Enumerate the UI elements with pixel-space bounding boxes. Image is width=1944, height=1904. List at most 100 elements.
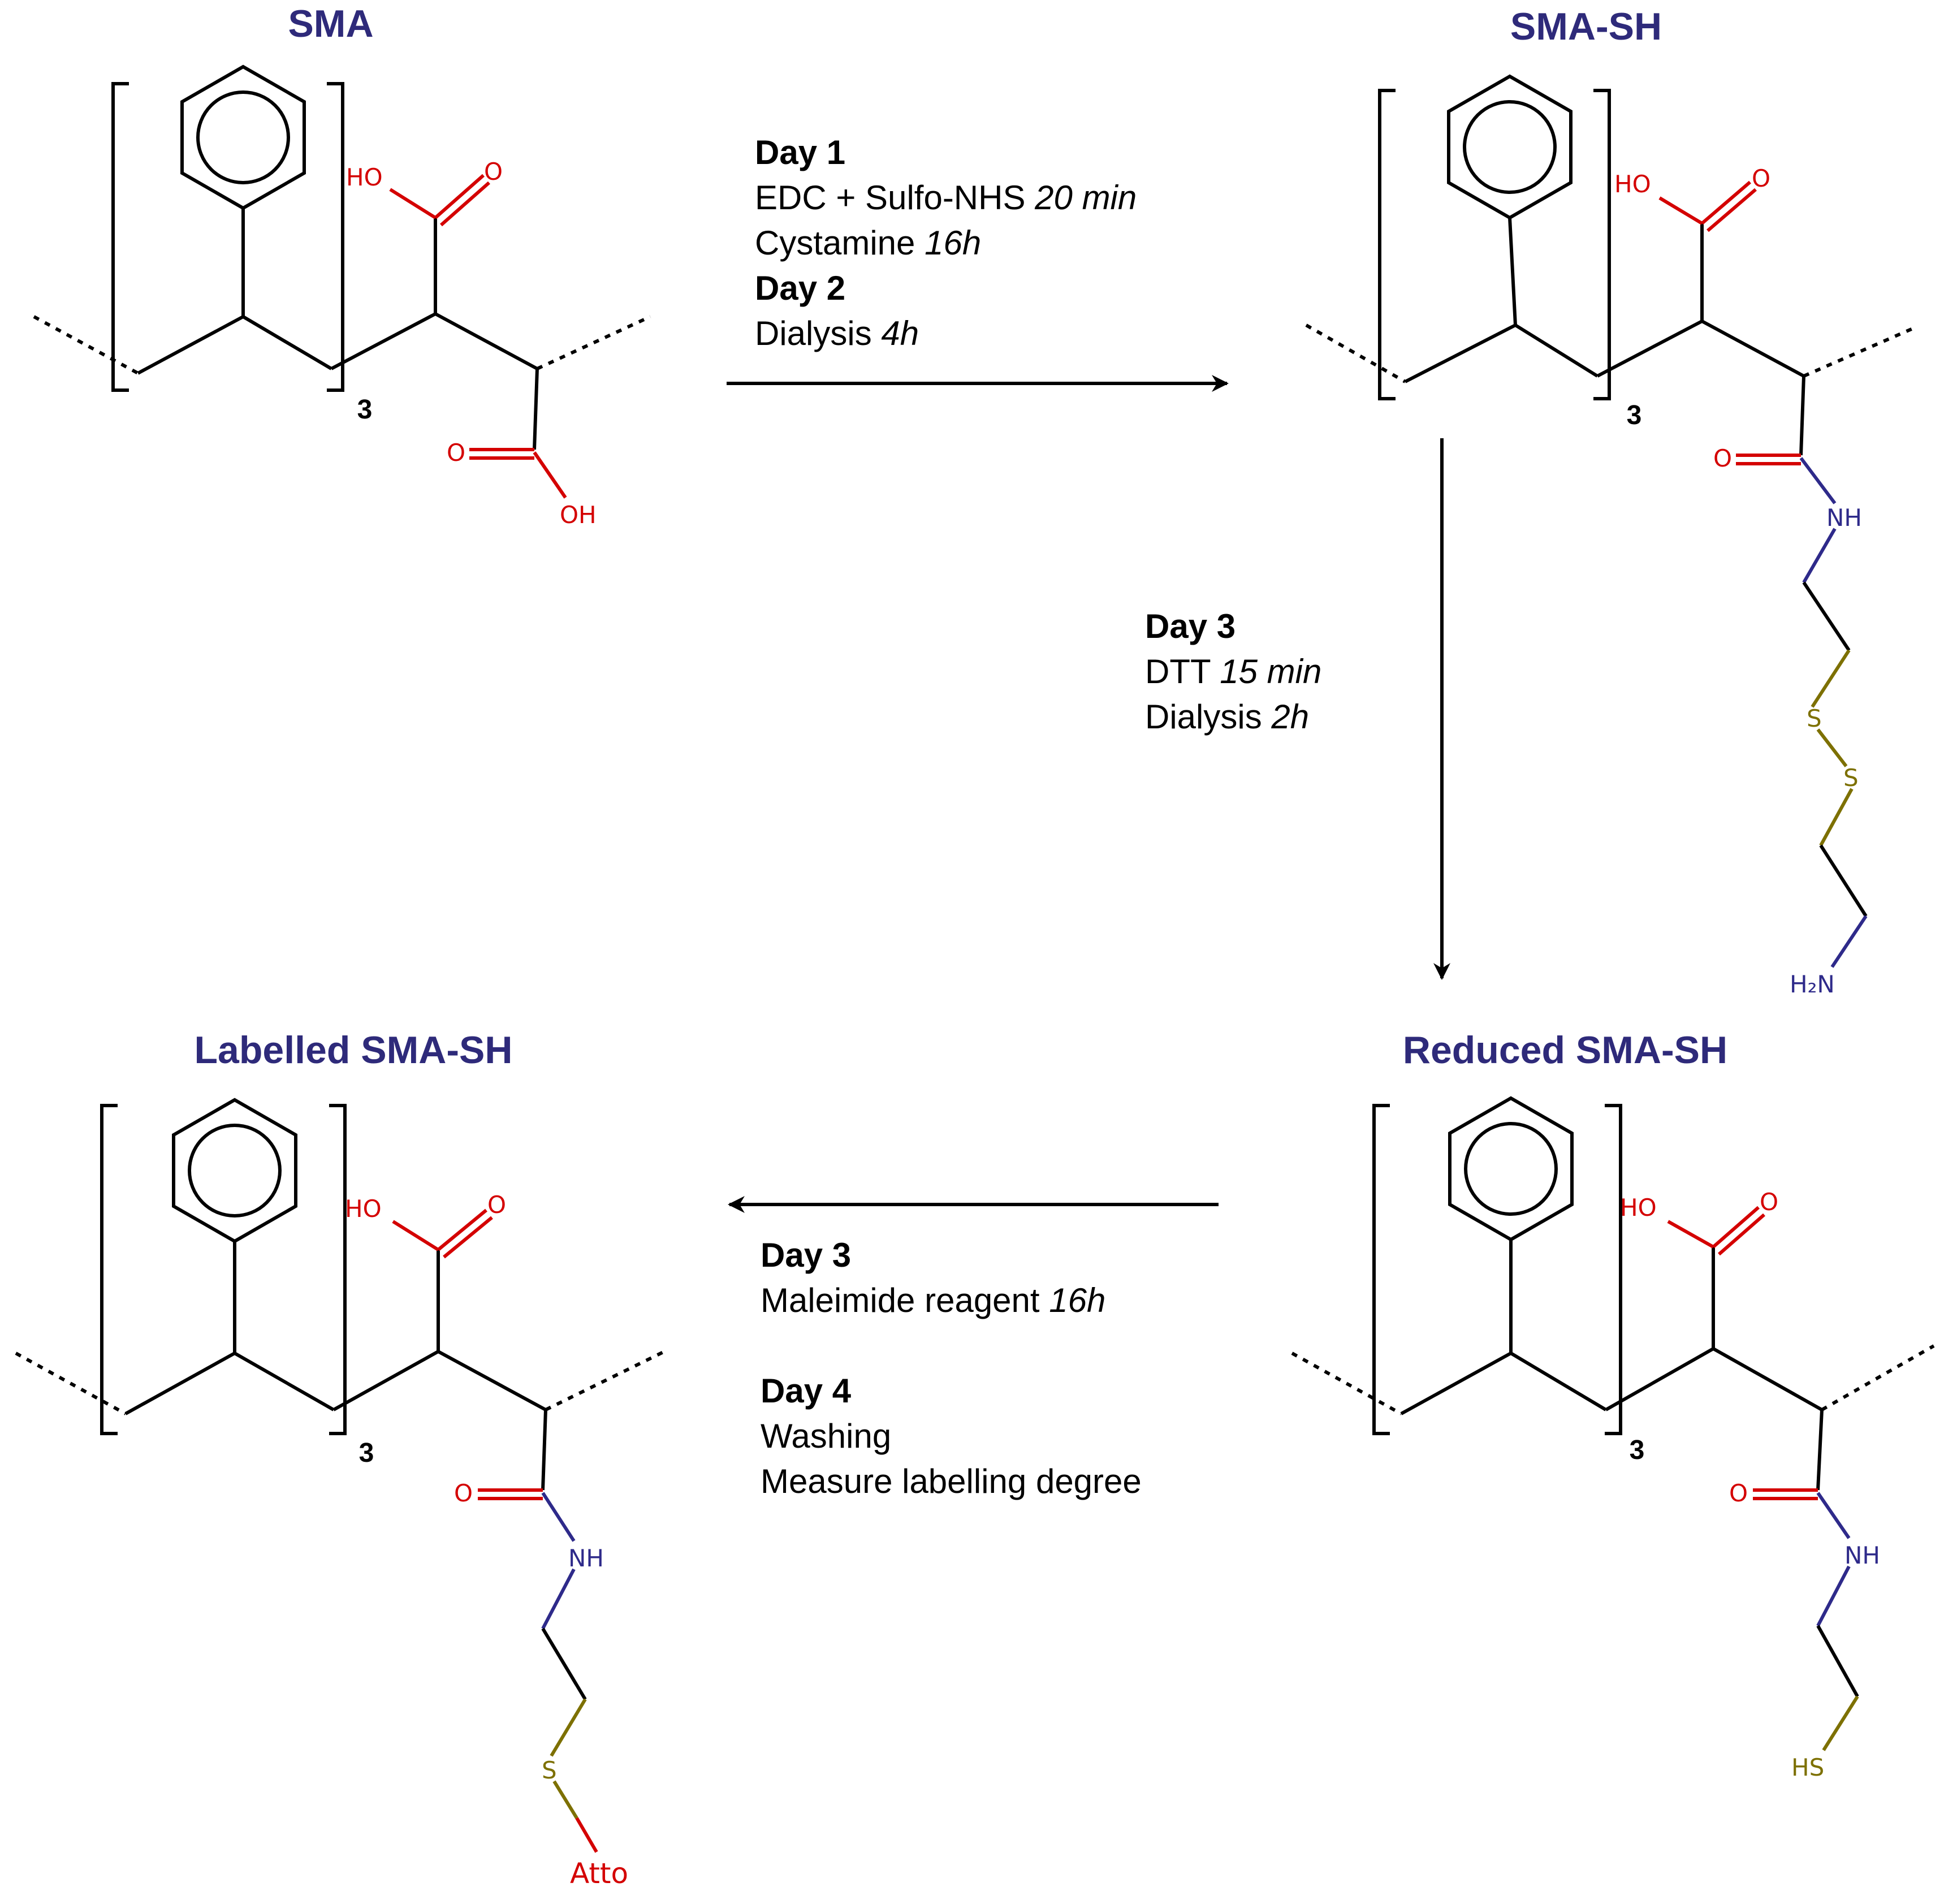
styrene-repeat-unit xyxy=(100,1098,347,1435)
day-label: Day 2 xyxy=(755,269,845,307)
amide-nh-label: NH xyxy=(1844,1542,1880,1569)
duration: 16h xyxy=(925,224,981,262)
condition-line: Maleimide reagent 16h xyxy=(761,1281,1105,1319)
maleic-backbone xyxy=(1596,223,1805,456)
condition-line: EDC + Sulfo-NHS 20 min xyxy=(755,179,1137,217)
amine-label: H₂N xyxy=(1790,970,1835,998)
atto-dye-label: Atto xyxy=(570,1857,628,1890)
benzene-ring xyxy=(1448,1096,1574,1242)
right-bracket xyxy=(1593,89,1611,400)
structure-labelled-sma-sh: Labelled SMA-SH 3 HO O xyxy=(15,1029,666,1890)
structure-title: SMA xyxy=(288,2,373,45)
oxygen-label: O xyxy=(487,1191,506,1219)
disulfide-bonds xyxy=(1811,649,1854,847)
condition-line: Dialysis 4h xyxy=(755,314,919,352)
oxygen-label: O xyxy=(1713,444,1732,472)
aromatic-circle xyxy=(1463,100,1557,194)
condition-line: DTT 15 min xyxy=(1145,653,1321,690)
sulfur-label: S xyxy=(1843,764,1859,792)
left-bracket xyxy=(1372,1104,1390,1435)
benzene-ring xyxy=(1447,74,1573,220)
oxygen-label: O xyxy=(484,158,503,185)
repeat-count: 3 xyxy=(357,395,373,425)
structure-reduced-sma-sh: Reduced SMA-SH 3 HO O xyxy=(1291,1029,1935,1781)
sulfur-label: S xyxy=(1807,705,1822,732)
carboxyl-group xyxy=(392,1208,493,1259)
styrene-repeat-unit xyxy=(1378,74,1611,400)
condition-line: Washing xyxy=(761,1417,891,1455)
dashed-end-right xyxy=(1821,1344,1935,1411)
maleic-backbone xyxy=(1605,1247,1824,1491)
duration: 2h xyxy=(1271,698,1309,736)
oxygen-label: O xyxy=(1752,165,1770,192)
oxygen-label: O xyxy=(1760,1188,1778,1216)
dashed-end-left xyxy=(1305,323,1406,383)
day-label: Day 3 xyxy=(761,1236,851,1274)
right-bracket xyxy=(1605,1104,1622,1435)
dashed-end-right xyxy=(545,1350,666,1411)
repeat-count: 3 xyxy=(359,1438,374,1468)
amide-nh-label: NH xyxy=(568,1544,604,1572)
repeat-count: 3 xyxy=(1627,400,1642,430)
hydroxyl-label: OH xyxy=(560,501,597,529)
dye-bond xyxy=(575,1817,598,1853)
hydroxyl-label: HO xyxy=(345,1195,382,1223)
amine-bond xyxy=(1830,915,1868,968)
aromatic-circle xyxy=(188,1124,282,1217)
ethyl-linker xyxy=(1802,581,1851,651)
repeat-count: 3 xyxy=(1630,1435,1645,1465)
maleic-backbone xyxy=(330,218,539,450)
oxygen-label: O xyxy=(1729,1479,1748,1507)
sulfur-label: S xyxy=(542,1756,557,1784)
carboxyl-group xyxy=(1658,180,1757,232)
thiol-label: HS xyxy=(1791,1754,1824,1781)
oxygen-label: O xyxy=(447,439,465,467)
left-bracket xyxy=(111,82,129,392)
carboxyl-group-2 xyxy=(469,448,567,499)
benzene-ring xyxy=(180,64,306,210)
right-bracket xyxy=(327,82,344,392)
structure-sma-sh: SMA-SH 3 HO O O xyxy=(1305,5,1915,998)
duration: 16h xyxy=(1049,1281,1105,1319)
condition-line: Dialysis 2h xyxy=(1145,698,1309,736)
dashed-end-right xyxy=(1803,326,1915,378)
hydroxyl-label: HO xyxy=(1614,170,1651,198)
styrene-repeat-unit xyxy=(1372,1096,1622,1435)
condition-line: Cystamine 16h xyxy=(755,224,981,262)
oxygen-label: O xyxy=(454,1479,473,1507)
condition-line: Measure labelling degree xyxy=(761,1462,1142,1500)
structure-title: SMA-SH xyxy=(1510,5,1662,48)
structure-title: Reduced SMA-SH xyxy=(1403,1029,1727,1072)
day-label: Day 3 xyxy=(1145,607,1235,645)
duration: 20 min xyxy=(1034,179,1137,217)
ethyl-linker xyxy=(1819,844,1868,917)
carboxyl-group-1 xyxy=(389,174,490,227)
dashed-end-right xyxy=(536,315,651,370)
thiol-bond xyxy=(1822,1695,1859,1751)
hydroxyl-label: HO xyxy=(346,163,383,191)
maleic-backbone xyxy=(332,1250,547,1491)
amide-carbonyl xyxy=(1736,454,1801,465)
right-bracket xyxy=(329,1104,347,1435)
left-bracket xyxy=(100,1104,118,1435)
thioether-bond xyxy=(550,1698,587,1819)
day-label: Day 4 xyxy=(761,1372,852,1410)
left-bracket xyxy=(1378,89,1396,400)
ethyl-linker xyxy=(541,1627,587,1700)
styrene-repeat-unit xyxy=(111,64,344,392)
amide-carbonyl xyxy=(1753,1488,1818,1500)
hydroxyl-label: HO xyxy=(1620,1194,1657,1221)
duration: 4h xyxy=(881,314,919,352)
structure-title: Labelled SMA-SH xyxy=(195,1029,513,1072)
aromatic-circle xyxy=(1464,1122,1558,1216)
ethyl-linker xyxy=(1816,1625,1859,1698)
dashed-end-left xyxy=(33,315,139,375)
duration: 15 min xyxy=(1220,653,1321,690)
amide-n-bonds xyxy=(541,1492,576,1630)
carboxyl-group xyxy=(1667,1206,1765,1256)
aromatic-circle xyxy=(196,90,290,184)
